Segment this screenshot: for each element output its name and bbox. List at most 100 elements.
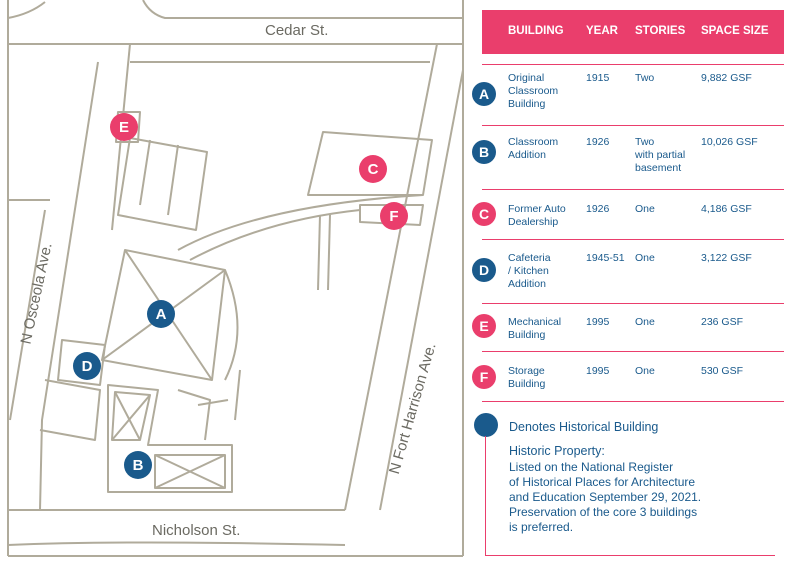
map-pin-d-letter: D — [81, 357, 93, 375]
row-badge-e-letter: E — [479, 318, 489, 334]
historic-line-4: Preservation of the core 3 buildings — [509, 505, 698, 519]
row-e-stories: One — [635, 316, 655, 328]
row-b-stories-line2: with partial — [635, 149, 686, 161]
fort-harrison-curb-1 — [344, 43, 438, 511]
row-badge-d: D — [472, 258, 496, 282]
row-b-stories-line1: Two — [635, 136, 655, 148]
row-a-size: 9,882 GSF — [701, 72, 752, 84]
row-a-building-line3: Building — [508, 98, 546, 110]
site-map-drawing — [7, 0, 464, 557]
street-label-cedar: Cedar St. — [265, 22, 329, 39]
row-divider — [482, 125, 784, 126]
row-c-building: Former Auto Dealership — [508, 203, 566, 229]
row-badge-e: E — [472, 314, 496, 338]
row-badge-c: C — [472, 202, 496, 226]
row-badge-a-letter: A — [478, 86, 490, 102]
historic-property-description: Listed on the National Register of Histo… — [509, 460, 701, 535]
row-e-size: 236 GSF — [701, 316, 744, 328]
row-f-building-line2: Building — [508, 378, 546, 390]
row-a-stories: Two — [635, 72, 655, 84]
osceola-curb-1 — [9, 209, 46, 421]
building-table: BUILDING YEAR STORIES SPACE SIZE A Origi… — [472, 0, 785, 566]
building-e-block — [117, 137, 208, 231]
row-c-year: 1926 — [586, 203, 610, 215]
row-badge-b-letter: B — [478, 144, 490, 160]
legend-denotes-text: Denotes Historical Building — [509, 420, 659, 434]
legend-base-line — [485, 555, 775, 556]
row-badge-c-letter: C — [478, 206, 490, 222]
building-d — [57, 339, 106, 386]
row-d-building-line2: / Kitchen — [508, 265, 549, 277]
site-map: Cedar St. Nicholson St. N Osceola Ave. N… — [7, 0, 464, 557]
row-c-stories: One — [635, 203, 655, 215]
historic-line-3: and Education September 29, 2021. — [509, 490, 702, 504]
map-pin-c[interactable]: C — [359, 155, 387, 183]
row-a-building-line1: Original — [508, 72, 545, 84]
row-f-building-line1: Storage — [508, 365, 545, 377]
row-f-size: 530 GSF — [701, 365, 744, 377]
map-pin-e-letter: E — [118, 118, 129, 136]
header-space-size: SPACE SIZE — [701, 25, 769, 37]
historic-line-5: is preferred. — [509, 520, 574, 534]
row-e-building: Mechanical Building — [508, 316, 561, 342]
header-stories: STORIES — [635, 25, 686, 37]
row-d-building-line1: Cafeteria — [508, 252, 551, 264]
legend-leader-line — [485, 436, 486, 556]
map-pin-f[interactable]: F — [380, 202, 408, 230]
map-pin-c-letter: C — [367, 160, 379, 178]
row-divider — [482, 303, 784, 304]
row-divider — [482, 239, 784, 240]
map-pin-a-letter: A — [155, 305, 167, 323]
row-d-size: 3,122 GSF — [701, 252, 752, 264]
street-label-nicholson: Nicholson St. — [152, 522, 241, 539]
row-e-building-line1: Mechanical — [508, 316, 562, 328]
row-e-building-line2: Building — [508, 329, 546, 341]
row-b-year: 1926 — [586, 136, 610, 148]
historic-marker-icon — [474, 413, 498, 437]
map-pin-e[interactable]: E — [110, 113, 138, 141]
row-a-building-line2: Classroom — [508, 85, 559, 97]
osceola-curb-2 — [39, 61, 99, 511]
row-f-year: 1995 — [586, 365, 610, 377]
historic-property-title: Historic Property: — [509, 444, 605, 458]
row-divider — [482, 401, 784, 402]
row-c-building-line2: Dealership — [508, 216, 559, 228]
row-b-building-line2: Addition — [508, 149, 546, 161]
row-divider — [482, 189, 784, 190]
nicholson-street-south-curb — [7, 541, 346, 546]
row-f-building: Storage Building — [508, 365, 545, 391]
row-e-year: 1995 — [586, 316, 610, 328]
row-d-stories: One — [635, 252, 655, 264]
map-pin-a[interactable]: A — [147, 300, 175, 328]
historic-line-1: Listed on the National Register — [509, 460, 674, 474]
row-b-building: Classroom Addition — [508, 136, 558, 162]
cedar-street-north-curb — [142, 0, 463, 19]
row-badge-b: B — [472, 140, 496, 164]
map-pin-b[interactable]: B — [124, 451, 152, 479]
map-pin-f-letter: F — [389, 207, 399, 225]
row-b-stories-line3: basement — [635, 162, 682, 174]
row-badge-a: A — [472, 82, 496, 106]
row-divider — [482, 351, 784, 352]
row-a-building: Original Classroom Building — [508, 72, 558, 111]
header-year: YEAR — [586, 25, 618, 37]
row-badge-f: F — [472, 365, 496, 389]
row-c-building-line1: Former Auto — [508, 203, 566, 215]
row-b-stories: Two with partial basement — [635, 136, 685, 175]
row-d-building-line3: Addition — [508, 278, 546, 290]
row-d-building: Cafeteria / Kitchen Addition — [508, 252, 551, 291]
row-badge-f-letter: F — [479, 369, 489, 385]
table-header — [482, 10, 784, 54]
row-a-year: 1915 — [586, 72, 610, 84]
header-building: BUILDING — [508, 25, 564, 37]
historic-line-2: of Historical Places for Architecture — [509, 475, 696, 489]
building-b — [107, 384, 233, 493]
row-b-building-line1: Classroom — [508, 136, 559, 148]
row-b-size: 10,026 GSF — [701, 136, 758, 148]
row-divider — [482, 64, 784, 65]
row-badge-d-letter: D — [478, 262, 490, 278]
fort-harrison-curb-2 — [379, 69, 464, 511]
map-pin-d[interactable]: D — [73, 352, 101, 380]
map-pin-b-letter: B — [132, 456, 144, 474]
row-d-year: 1945-51 — [586, 252, 625, 264]
